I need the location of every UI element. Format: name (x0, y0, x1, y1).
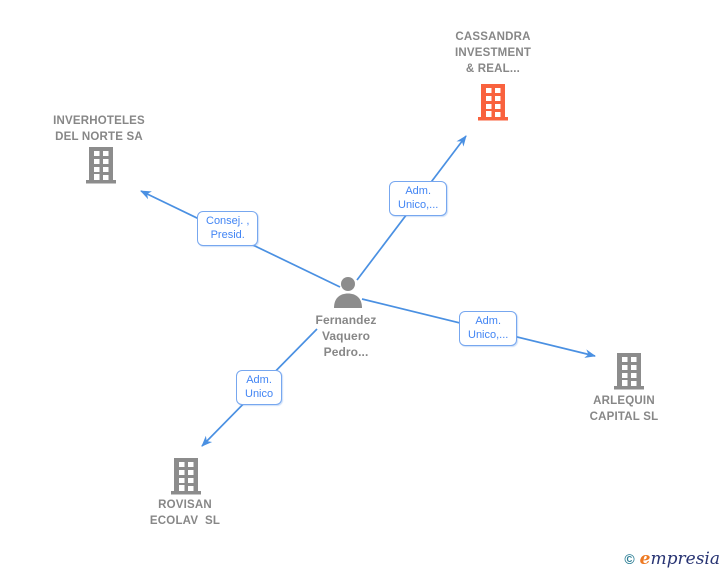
edge-label-adm-unico-rovisan[interactable]: Adm. Unico (236, 370, 283, 405)
node-label-cassandra[interactable]: CASSANDRA INVESTMENT & REAL... (454, 31, 532, 75)
node-label-arlequin[interactable]: ARLEQUIN CAPITAL SL (589, 395, 659, 423)
brand-wordmark: empresia (640, 549, 720, 569)
building-icon-rovisan[interactable] (171, 458, 201, 500)
node-label-rovisan[interactable]: ROVISAN ECOLAV SL (149, 499, 221, 527)
building-icon-inverhoteles[interactable] (86, 147, 116, 189)
node-label-inverhoteles[interactable]: INVERHOTELES DEL NORTE SA (53, 115, 145, 143)
node-label-person[interactable]: Fernandez Vaquero Pedro... (315, 313, 377, 359)
brand-text: mpresia (650, 549, 721, 569)
building-icon-arlequin[interactable] (614, 353, 644, 395)
person-icon[interactable] (333, 276, 363, 313)
building-icon-cassandra[interactable] (478, 84, 508, 126)
empresia-logo[interactable]: © empresia (624, 549, 720, 569)
brand-letter-e: e (639, 549, 651, 569)
edge-label-adm-unico-cassandra[interactable]: Adm. Unico,... (389, 181, 448, 216)
edge-label-consejero-presidente[interactable]: Consej. , Presid. (197, 211, 259, 246)
copyright-icon: © (624, 551, 635, 567)
edge-label-adm-unico-arlequin[interactable]: Adm. Unico,... (459, 311, 518, 346)
